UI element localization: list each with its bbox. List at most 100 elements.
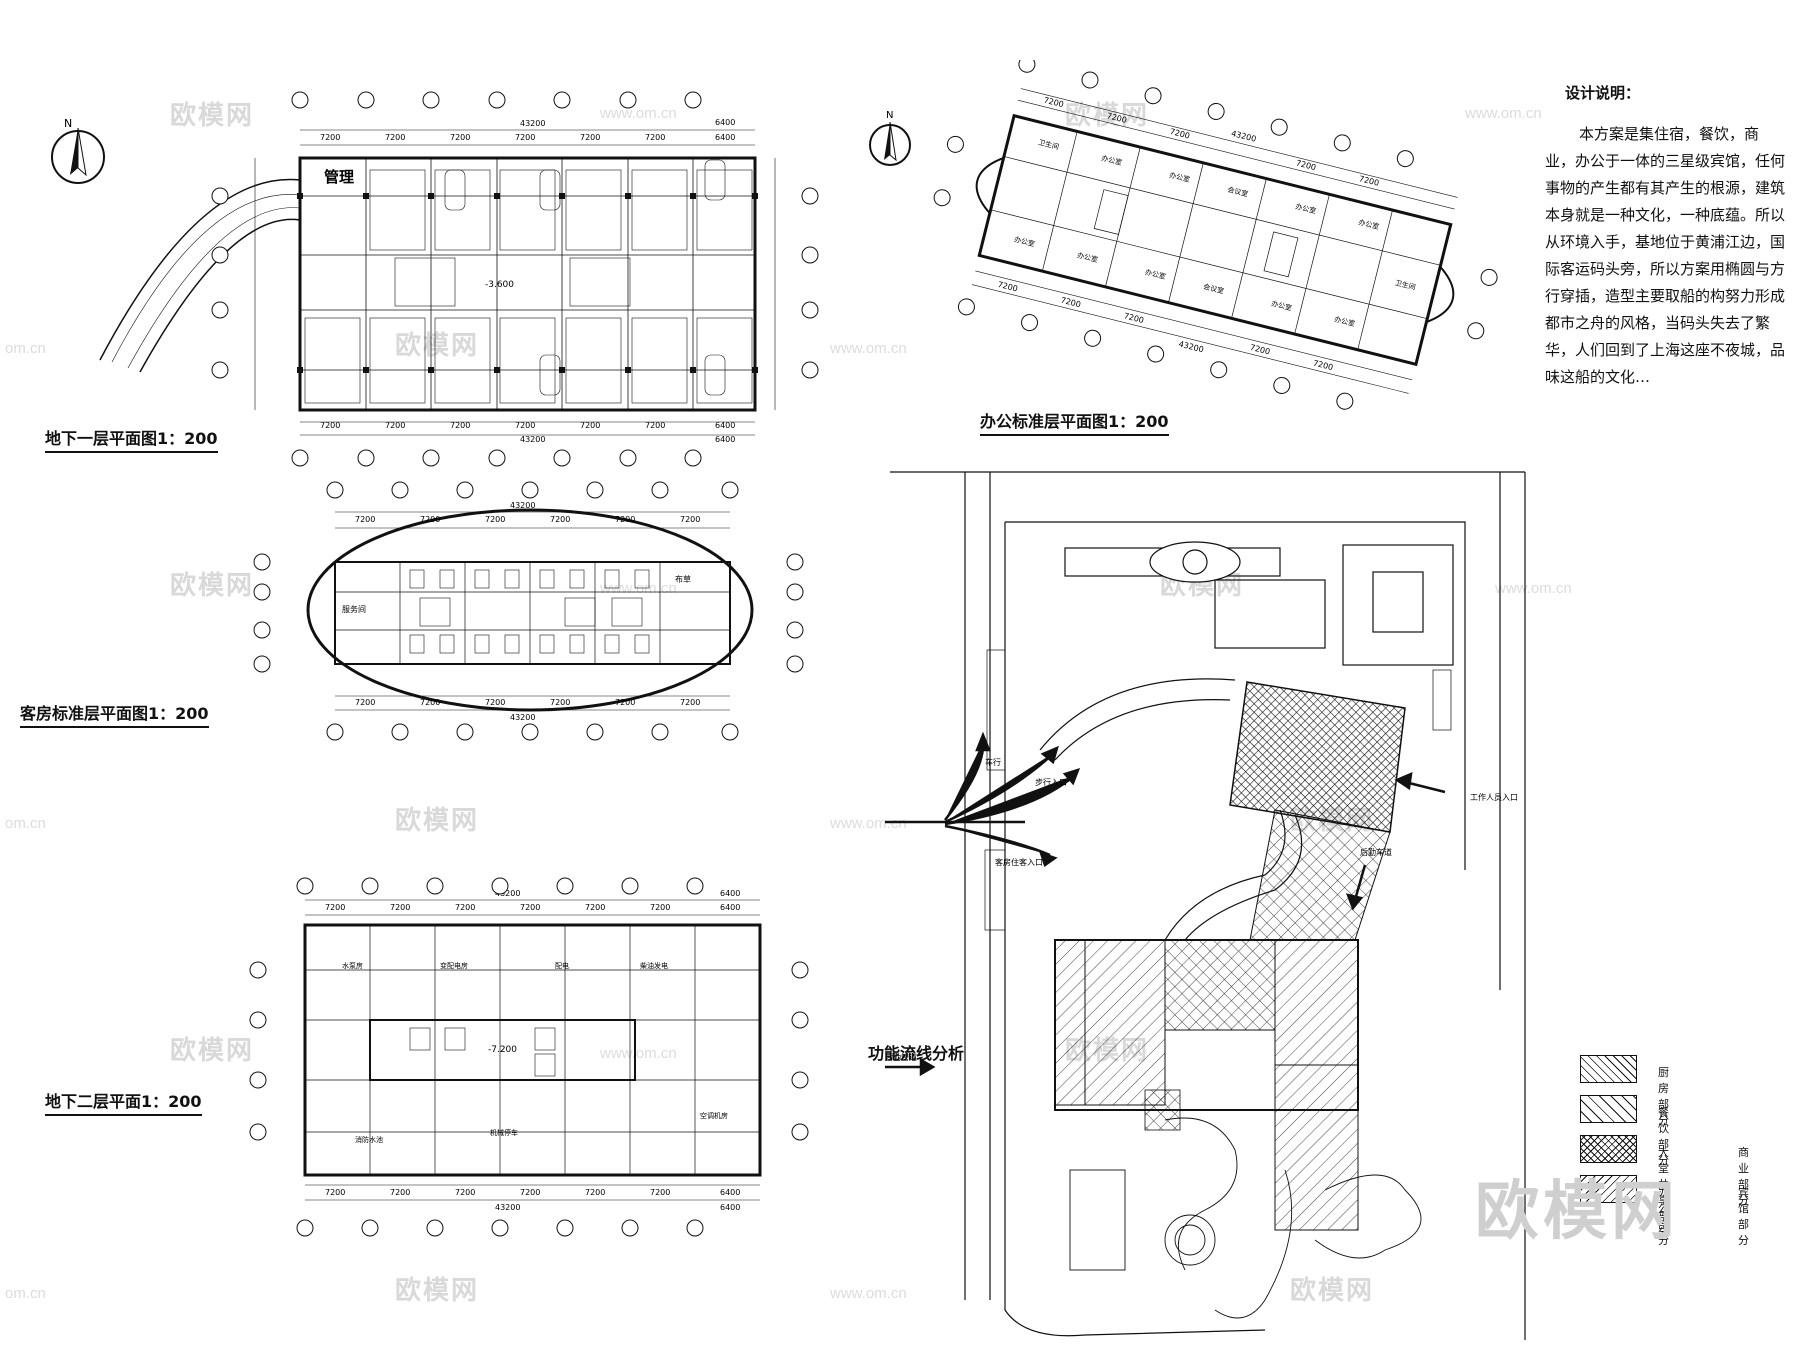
plan-office-floor: N 卫生间 办公室 办公室 会议室 办公室 办公室 办公室 办公室 办公室 会议… [869,60,1498,410]
dimension-labels: 7200 7200 7200 7200 7200 7200 6400 43200 640… [320,118,735,444]
svg-text:6400: 6400 [720,903,740,912]
room-labels: 水泵房 变配电房 配电 柴油发电 机械停车 消防水池 空调机房 [342,961,728,1144]
caption-office-floor: 办公标准层平面图1：200 [980,408,1169,436]
svg-text:7200: 7200 [650,903,670,912]
watermark: 欧模网 [170,1036,255,1066]
svg-text:6400: 6400 [720,889,740,898]
plan-basement-1: N 管理 -3.600 7200 7200 7200 7200 [51,91,819,467]
caption-basement-1: 地下一层平面图1：200 [45,425,218,453]
watermark: 欧模网 [170,101,255,131]
north-arrow-icon: N [51,117,105,184]
svg-text:6400: 6400 [715,435,735,444]
brand-watermark: 欧模网 [1475,1175,1679,1249]
svg-text:水泵房: 水泵房 [342,961,363,970]
svg-text:N: N [886,110,893,121]
watermark-url: www.om.cn [1495,580,1572,597]
svg-text:7200: 7200 [680,698,700,707]
svg-text:7200: 7200 [645,421,665,430]
svg-text:客房住客入口: 客房住客入口 [995,857,1043,867]
watermark-url: www.om.cn [830,1285,907,1302]
svg-text:7200: 7200 [515,133,535,142]
svg-text:43200: 43200 [520,435,545,444]
svg-text:变配电房: 变配电房 [440,961,468,970]
flow-labels: 工作人员入口 后勤管道 车行 步行入口 客房住客入口 后勤车道 [885,757,1518,1062]
svg-text:7200: 7200 [515,421,535,430]
svg-text:消防水池: 消防水池 [355,1135,383,1144]
svg-text:后勤管道: 后勤管道 [885,1052,917,1062]
svg-text:7200: 7200 [385,421,405,430]
caption-guest-floor: 客房标准层平面图1：200 [20,700,209,728]
svg-text:7200: 7200 [450,421,470,430]
svg-text:43200: 43200 [510,501,535,510]
svg-text:7200: 7200 [550,698,570,707]
svg-text:7200: 7200 [320,133,340,142]
svg-text:7200: 7200 [585,903,605,912]
level-label: -7.200 [488,1045,517,1055]
design-notes: 设计说明： 本方案是集住宿，餐饮，商业，办公于一体的三星级宾馆，任何事物的产生都… [1545,80,1785,391]
svg-text:后勤车道: 后勤车道 [1360,847,1392,857]
svg-text:7200: 7200 [650,1188,670,1197]
svg-text:7200: 7200 [585,1188,605,1197]
svg-text:6400: 6400 [720,1203,740,1212]
svg-text:配电: 配电 [555,961,569,970]
svg-text:7200: 7200 [390,903,410,912]
svg-text:柴油发电: 柴油发电 [640,961,668,970]
svg-text:7200: 7200 [320,421,340,430]
watermark-url: www.om.cn [830,340,907,357]
svg-text:7200: 7200 [455,1188,475,1197]
svg-text:43200: 43200 [495,1203,520,1212]
svg-text:7200: 7200 [615,698,635,707]
svg-text:车行: 车行 [985,757,1001,767]
dimension-labels: 7200 7200 7200 7200 7200 7200 43200 7200 720… [355,501,700,722]
svg-text:43200: 43200 [510,713,535,722]
svg-text:7200: 7200 [580,421,600,430]
svg-text:6400: 6400 [720,1188,740,1197]
svg-text:7200: 7200 [580,133,600,142]
dimension-labels: 7200 7200 7200 7200 7200 7200 6400 43200 640… [325,889,740,1212]
svg-text:7200: 7200 [390,1188,410,1197]
watermark: 欧模网 [395,331,480,361]
caption-flow-analysis: 功能流线分析 [868,1044,965,1063]
room-label: 布草 [675,574,691,584]
svg-text:7200: 7200 [325,1188,345,1197]
svg-text:7200: 7200 [615,515,635,524]
svg-text:步行入口: 步行入口 [1035,777,1067,787]
watermark: 欧模网 [1065,101,1150,131]
watermark-url: om.cn [5,1285,46,1302]
watermark-url: www.om.cn [600,105,677,122]
watermark-url: om.cn [5,815,46,832]
site-flow-plan: 工作人员入口 后勤管道 车行 步行入口 客房住客入口 后勤车道 [885,471,1526,1340]
svg-text:7200: 7200 [325,903,345,912]
svg-text:7200: 7200 [550,515,570,524]
svg-text:7200: 7200 [455,903,475,912]
watermark-url: www.om.cn [830,815,907,832]
watermark-url: www.om.cn [1465,105,1542,122]
svg-text:工作人员入口: 工作人员入口 [1470,792,1518,802]
svg-text:7200: 7200 [420,698,440,707]
watermark: 欧模网 [170,571,255,601]
north-label: N [64,117,72,130]
watermark-url: www.om.cn [600,1045,677,1062]
svg-text:7200: 7200 [520,1188,540,1197]
svg-text:机械停车: 机械停车 [490,1128,518,1137]
svg-text:6400: 6400 [715,421,735,430]
svg-text:6400: 6400 [715,118,735,127]
level-label: -3.600 [485,280,514,290]
svg-text:空调机房: 空调机房 [700,1111,728,1120]
north-arrow-icon: N [869,110,911,166]
svg-text:7200: 7200 [420,515,440,524]
svg-text:7200: 7200 [485,515,505,524]
watermark: 欧模网 [1290,1276,1375,1306]
notes-body: 本方案是集住宿，餐饮，商业，办公于一体的三星级宾馆，任何事物的产生都有其产生的根… [1545,125,1786,386]
svg-text:7200: 7200 [645,133,665,142]
svg-text:7200: 7200 [355,698,375,707]
notes-title: 设计说明： [1565,84,1641,102]
svg-text:7200: 7200 [385,133,405,142]
svg-text:7200: 7200 [355,515,375,524]
svg-text:7200: 7200 [485,698,505,707]
room-label: 管理 [324,168,354,186]
svg-text:43200: 43200 [495,889,520,898]
caption-basement-2: 地下二层平面1：200 [45,1088,202,1116]
watermark: 欧模网 [395,1276,480,1306]
